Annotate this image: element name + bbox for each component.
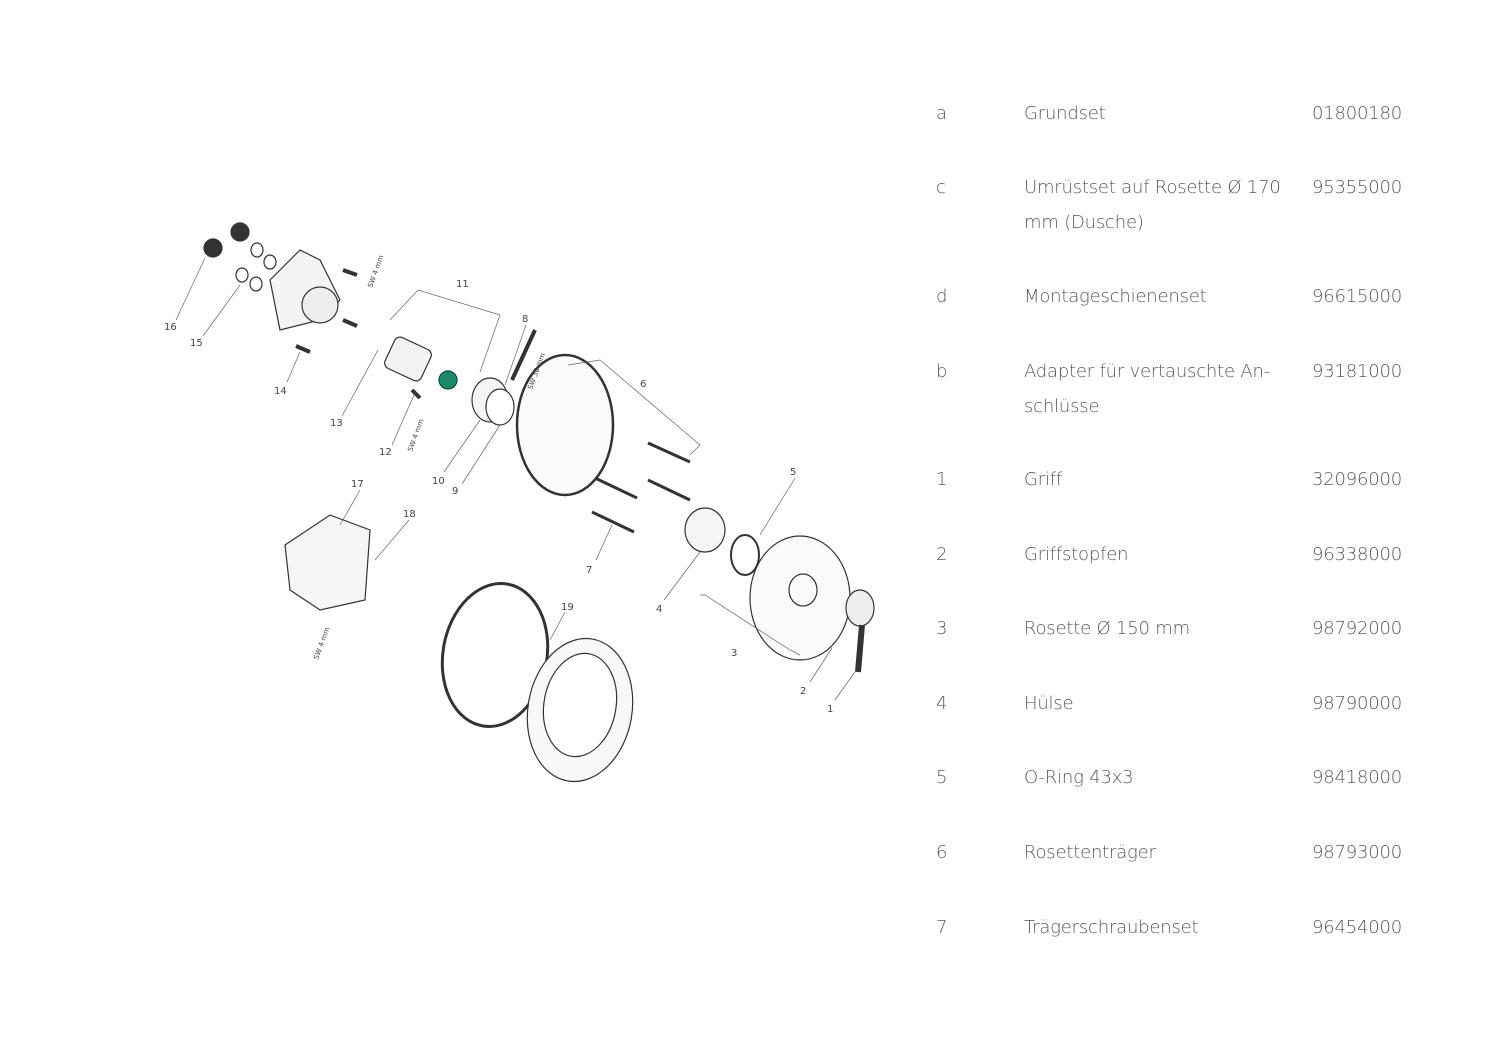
part-number: 01800180 <box>1312 103 1403 124</box>
part-number: 98792000 <box>1312 618 1403 639</box>
part-position: 1 <box>936 469 948 490</box>
part-number: 96338000 <box>1312 544 1403 565</box>
callout-6: 6 <box>640 379 646 390</box>
part-position: d <box>936 286 948 307</box>
part-position: b <box>936 361 948 382</box>
part-name: Montageschienenset <box>1024 286 1207 307</box>
part-name-continued: schlüsse <box>1024 396 1100 417</box>
part-position: 7 <box>936 917 948 938</box>
rosette-carrier <box>515 353 615 497</box>
tool-label-sw4: SW 4 mm <box>312 626 331 661</box>
callout-11: 11 <box>456 279 469 290</box>
callout-19: 19 <box>561 602 574 613</box>
exploded-parts-diagram: 16 15 14 13 12 10 9 11 8 6 5 7 4 3 2 1 1… <box>164 222 875 783</box>
callout-16: 16 <box>164 322 177 333</box>
callout-18: 18 <box>403 509 416 520</box>
part-name: Griff <box>1024 469 1063 490</box>
callout-3: 3 <box>731 648 737 659</box>
nut-part <box>230 222 250 242</box>
nut-part <box>203 238 223 258</box>
part-position: c <box>936 177 946 198</box>
part-name: Umrüstset auf Rosette Ø 170 <box>1024 177 1281 198</box>
part-position: 5 <box>936 767 948 788</box>
cartridge <box>384 336 432 382</box>
part-name: Rosettenträger <box>1024 842 1156 863</box>
callout-5: 5 <box>790 467 796 478</box>
callout-10: 10 <box>432 476 445 487</box>
callout-12: 12 <box>379 447 392 458</box>
callout-14: 14 <box>274 386 287 397</box>
part-position: 4 <box>936 693 948 714</box>
part-name: Adapter für vertauschte An- <box>1024 361 1270 382</box>
part-name: Rosette Ø 150 mm <box>1024 618 1190 639</box>
tool-label-sw4: SW 4 mm <box>366 254 385 289</box>
part-number: 93181000 <box>1312 361 1403 382</box>
part-number: 98418000 <box>1312 767 1403 788</box>
part-name-continued: mm (Dusche) <box>1024 212 1144 233</box>
part-position: 3 <box>936 618 948 639</box>
part-name: O-Ring 43x3 <box>1024 767 1134 788</box>
part-number: 96615000 <box>1312 286 1403 307</box>
callout-4: 4 <box>656 604 662 615</box>
part-number: 96454000 <box>1312 917 1403 938</box>
callout-7: 7 <box>586 565 592 576</box>
part-number: 98793000 <box>1312 842 1403 863</box>
part-name: Hülse <box>1024 693 1074 714</box>
callout-2: 2 <box>800 686 806 697</box>
part-name: Griffstopfen <box>1024 544 1129 565</box>
part-number: 32096000 <box>1312 469 1403 490</box>
part-position: 2 <box>936 544 948 565</box>
callout-13: 13 <box>330 418 343 429</box>
callout-9: 9 <box>452 486 458 497</box>
callout-1: 1 <box>827 704 833 715</box>
tool-label-sw4: SW 4 mm <box>406 418 425 453</box>
rosette <box>749 535 851 661</box>
callout-17: 17 <box>351 479 364 490</box>
part-position: a <box>936 103 947 124</box>
callout-8: 8 <box>522 314 528 325</box>
part-name: Grundset <box>1024 103 1106 124</box>
callout-15: 15 <box>190 338 203 349</box>
part-number: 98790000 <box>1312 693 1403 714</box>
green-ring-part <box>438 370 458 390</box>
part-name: Trägerschraubenset <box>1024 917 1199 938</box>
part-position: 6 <box>936 842 948 863</box>
part-number: 95355000 <box>1312 177 1403 198</box>
